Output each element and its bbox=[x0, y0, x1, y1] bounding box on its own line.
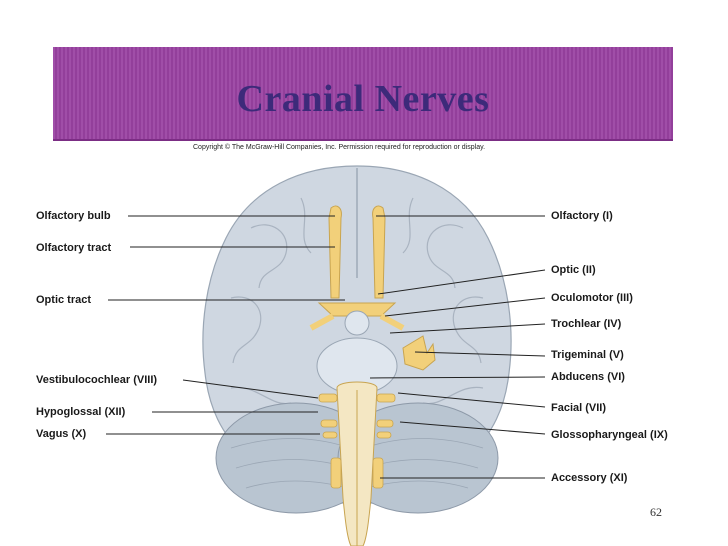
page-number: 62 bbox=[650, 505, 662, 519]
copyright-notice: Copyright © The McGraw-Hill Companies, I… bbox=[193, 144, 486, 151]
label-hypoglossal: Hypoglossal (XII) bbox=[36, 406, 126, 418]
label-trigeminal-v: Trigeminal (V) bbox=[551, 349, 624, 361]
label-olfactory-tract: Olfactory tract bbox=[36, 242, 112, 254]
label-optic-ii: Optic (II) bbox=[551, 264, 596, 276]
label-olfactory-bulb: Olfactory bulb bbox=[36, 210, 111, 222]
slide-title: Cranial Nerves bbox=[236, 78, 490, 120]
label-vagus: Vagus (X) bbox=[36, 428, 87, 440]
label-vestibulocochlear: Vestibulocochlear (VIII) bbox=[36, 374, 158, 386]
title-banner: Cranial Nerves bbox=[53, 47, 673, 186]
label-trochlear-iv: Trochlear (IV) bbox=[551, 318, 622, 330]
label-accessory-xi: Accessory (XI) bbox=[551, 472, 628, 484]
label-facial-vii: Facial (VII) bbox=[551, 402, 607, 414]
label-oculomotor-iii: Oculomotor (III) bbox=[551, 292, 633, 304]
label-abducens-vi: Abducens (VI) bbox=[551, 371, 625, 383]
label-optic-tract: Optic tract bbox=[36, 294, 92, 306]
brain-illustration bbox=[191, 158, 523, 546]
label-glossopharyngeal-ix: Glossopharyngeal (IX) bbox=[551, 429, 668, 441]
label-olfactory-i: Olfactory (I) bbox=[551, 210, 613, 222]
